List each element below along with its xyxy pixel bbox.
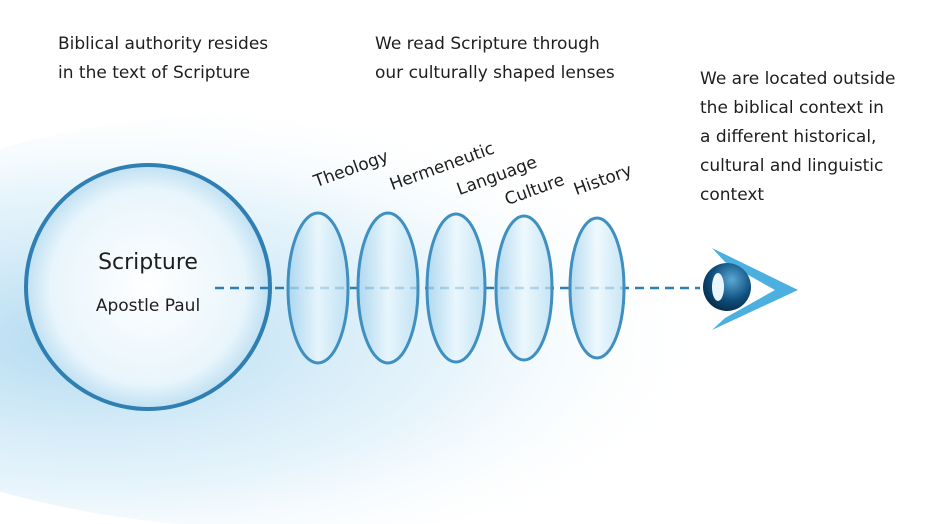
- eye-outline-icon: [712, 248, 798, 330]
- caption-line: context: [700, 185, 765, 205]
- lenses: [286, 211, 626, 365]
- caption-line: We are located outside: [700, 69, 896, 89]
- caption-line: the biblical context in: [700, 98, 884, 118]
- lens-theology: [286, 211, 350, 365]
- scripture-circle: [24, 163, 272, 411]
- caption-line: our culturally shaped lenses: [375, 63, 615, 83]
- caption-line: in the text of Scripture: [58, 63, 251, 83]
- authority-caption: Biblical authority resides in the text o…: [58, 30, 268, 88]
- lens-language: [425, 212, 487, 364]
- scripture-subtitle: Apostle Paul: [95, 296, 201, 316]
- caption-line: cultural and linguistic: [700, 156, 884, 176]
- location-caption: We are located outside the biblical cont…: [700, 65, 895, 210]
- caption-line: a different historical,: [700, 127, 877, 147]
- lens-hermeneutic: [356, 211, 420, 365]
- lens-history: [568, 216, 626, 360]
- eye-icon: [703, 263, 751, 311]
- lenses-caption: We read Scripture through our culturally…: [375, 30, 615, 88]
- eye-highlight: [712, 273, 724, 301]
- caption-line: We read Scripture through: [375, 34, 600, 54]
- caption-line: Biblical authority resides: [58, 34, 269, 54]
- lens-culture: [494, 214, 554, 362]
- scripture-title: Scripture: [98, 250, 198, 275]
